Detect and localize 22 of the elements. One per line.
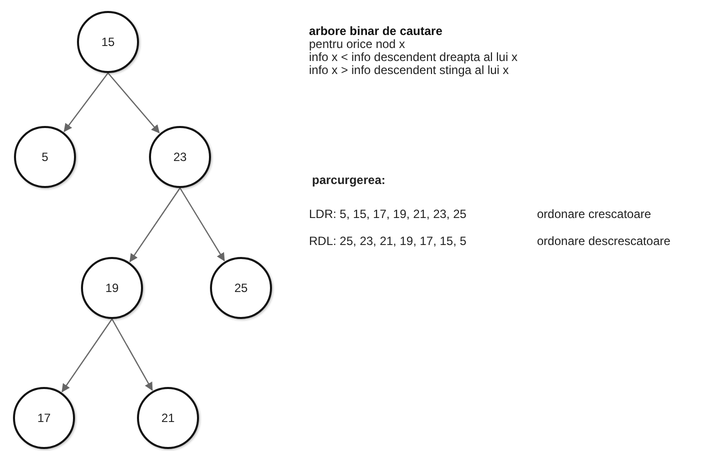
note-text: info x < info descendent dreapta al lui x [309,50,518,64]
note-text: ordonare descrescatoare [537,234,670,248]
note-text: info x > info descendent stinga al lui x [309,63,509,77]
note-text: pentru orice nod x [309,37,406,51]
section-heading: parcurgerea: [312,173,386,187]
title: arbore binar de cautare [309,24,442,38]
tree-node-circle: 5 [14,126,76,188]
tree-node-circle: 19 [81,257,143,319]
arrow [108,72,160,134]
note-text: LDR: 5, 15, 17, 19, 21, 23, 25 [309,207,466,221]
tree-node-circle: 25 [210,257,272,319]
arrow [130,188,180,262]
tree-node-circle: 23 [149,126,211,188]
tree-node-circle: 17 [13,387,75,449]
arrow [111,318,153,391]
note-text: RDL: 25, 23, 21, 19, 17, 15, 5 [309,234,466,248]
arrow [179,188,225,262]
tree-node-circle: 21 [137,387,199,449]
arrow [62,318,112,392]
arrow [64,72,108,132]
note-text: ordonare crescatoare [537,207,652,221]
tree-node-circle: 15 [77,11,139,73]
